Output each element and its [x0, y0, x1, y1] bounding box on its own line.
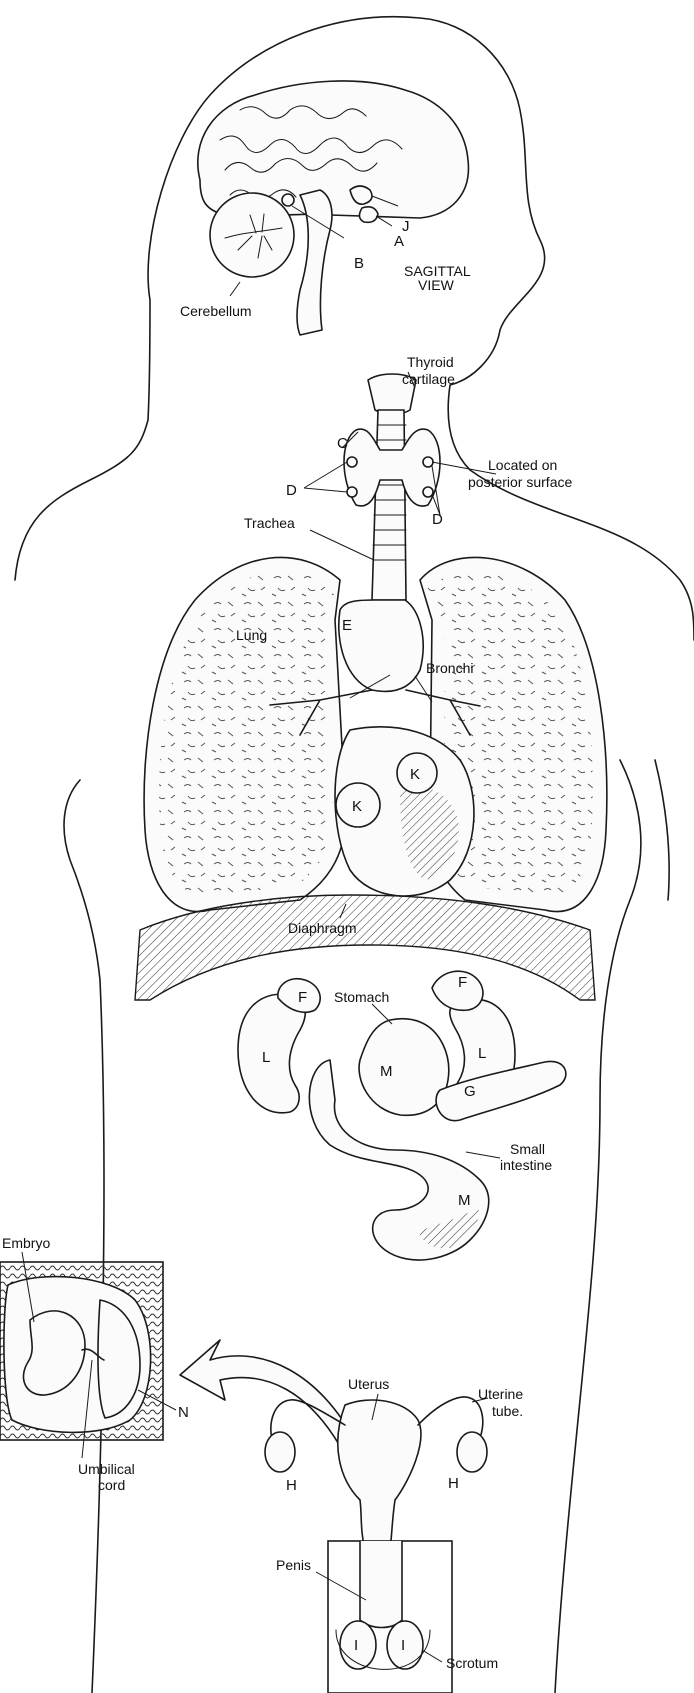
parathyroid-2: [347, 487, 357, 497]
letter-m-intestine: M: [458, 1192, 471, 1209]
label-umbilical: Umbilical: [78, 1461, 135, 1477]
letter-d-right: D: [432, 511, 443, 528]
label-scrotum: Scrotum: [446, 1655, 498, 1671]
pineal-gland: [282, 194, 294, 206]
label-tube: tube.: [492, 1403, 523, 1419]
leader-trachea: [310, 530, 374, 560]
left-ovary: [265, 1432, 295, 1472]
letter-k-right: K: [410, 766, 420, 783]
letter-e: E: [342, 617, 352, 634]
letter-g: G: [464, 1083, 476, 1100]
trachea: [372, 410, 406, 600]
letter-n: N: [178, 1404, 189, 1421]
label-lung: Lung: [236, 627, 267, 643]
right-ovary: [457, 1432, 487, 1472]
pituitary-gland: [359, 207, 378, 222]
right-arm-line: [655, 760, 669, 900]
embryo-box: [0, 1252, 176, 1458]
letter-d-left: D: [286, 482, 297, 499]
leader-stomach: [372, 1004, 392, 1024]
brain: [198, 81, 469, 335]
label-view: VIEW: [418, 277, 455, 293]
label-thyroid: Thyroid: [407, 354, 454, 370]
abdomen: [238, 971, 566, 1260]
label-small: Small: [510, 1141, 545, 1157]
letter-c: C: [337, 435, 348, 452]
letter-h-right: H: [448, 1475, 459, 1492]
parathyroid-1: [347, 457, 357, 467]
uterus: [338, 1400, 421, 1550]
letter-i-left: I: [354, 1637, 358, 1654]
label-located: Located on: [488, 457, 557, 473]
leader-d-left-1: [304, 462, 347, 488]
leader-cerebellum: [230, 282, 240, 296]
label-posterior: posterior surface: [468, 474, 572, 490]
label-uterus: Uterus: [348, 1376, 389, 1392]
diaphragm: [135, 895, 595, 1000]
letter-m-stomach: M: [380, 1063, 393, 1080]
letter-l-right: L: [478, 1045, 486, 1062]
letter-k-left: K: [352, 798, 362, 815]
label-bronchi: Bronchi: [426, 660, 473, 676]
letter-l-left: L: [262, 1049, 270, 1066]
letter-f-right: F: [458, 974, 467, 991]
label-cartilage: cartilage: [402, 371, 455, 387]
letter-i-right: I: [401, 1637, 405, 1654]
reproductive: [180, 1340, 488, 1693]
leader-small-intestine: [466, 1152, 500, 1158]
parathyroid-3: [423, 457, 433, 467]
letter-f-left: F: [298, 989, 307, 1006]
letter-h-left: H: [286, 1477, 297, 1494]
thorax: [135, 557, 607, 1000]
left-kidney: [238, 994, 305, 1113]
label-trachea: Trachea: [244, 515, 295, 531]
label-cord: cord: [98, 1477, 125, 1493]
leader-bronchi-2: [415, 676, 432, 702]
label-stomach: Stomach: [334, 989, 389, 1005]
letter-b: B: [354, 255, 364, 272]
cerebellum-organ: [210, 193, 294, 277]
label-diaphragm: Diaphragm: [288, 920, 356, 936]
label-cerebellum: Cerebellum: [180, 303, 252, 319]
label-penis: Penis: [276, 1557, 311, 1573]
leader-d-left-2: [304, 488, 347, 492]
label-uterine: Uterine: [478, 1386, 523, 1402]
letter-a: A: [394, 233, 404, 250]
parathyroid-4: [423, 487, 433, 497]
thymus: [339, 600, 423, 691]
penis: [360, 1541, 402, 1628]
label-embryo: Embryo: [2, 1235, 50, 1251]
label-intestine: intestine: [500, 1157, 552, 1173]
